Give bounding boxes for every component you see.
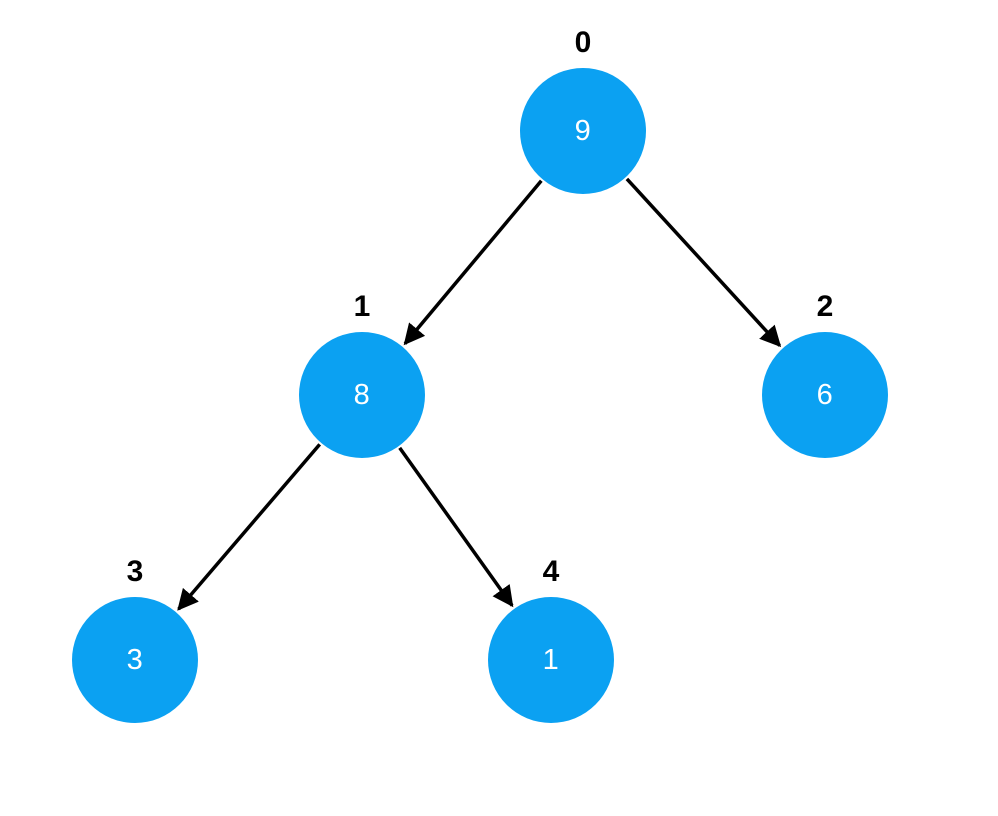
tree-edge-1-4 xyxy=(398,446,514,608)
tree-edge-1-3 xyxy=(177,443,322,611)
tree-edges-group xyxy=(177,177,782,611)
node-index-label-3: 3 xyxy=(126,555,144,588)
node-index-label-4: 4 xyxy=(542,555,560,588)
tree-edge-0-2 xyxy=(625,177,782,348)
node-index-label-1: 1 xyxy=(353,290,371,323)
node-index-label-2: 2 xyxy=(816,290,834,323)
node-value-3: 3 xyxy=(126,643,144,676)
tree-node-2: 6 xyxy=(762,332,888,458)
node-value-2: 6 xyxy=(816,378,834,411)
node-index-label-0: 0 xyxy=(574,26,592,59)
tree-node-0: 9 xyxy=(520,68,646,194)
tree-edge-0-1 xyxy=(403,179,543,346)
node-value-0: 9 xyxy=(574,114,592,147)
tree-node-3: 3 xyxy=(72,597,198,723)
tree-node-1: 8 xyxy=(299,332,425,458)
node-value-4: 1 xyxy=(542,643,560,676)
tree-node-4: 1 xyxy=(488,597,614,723)
node-value-1: 8 xyxy=(353,378,371,411)
